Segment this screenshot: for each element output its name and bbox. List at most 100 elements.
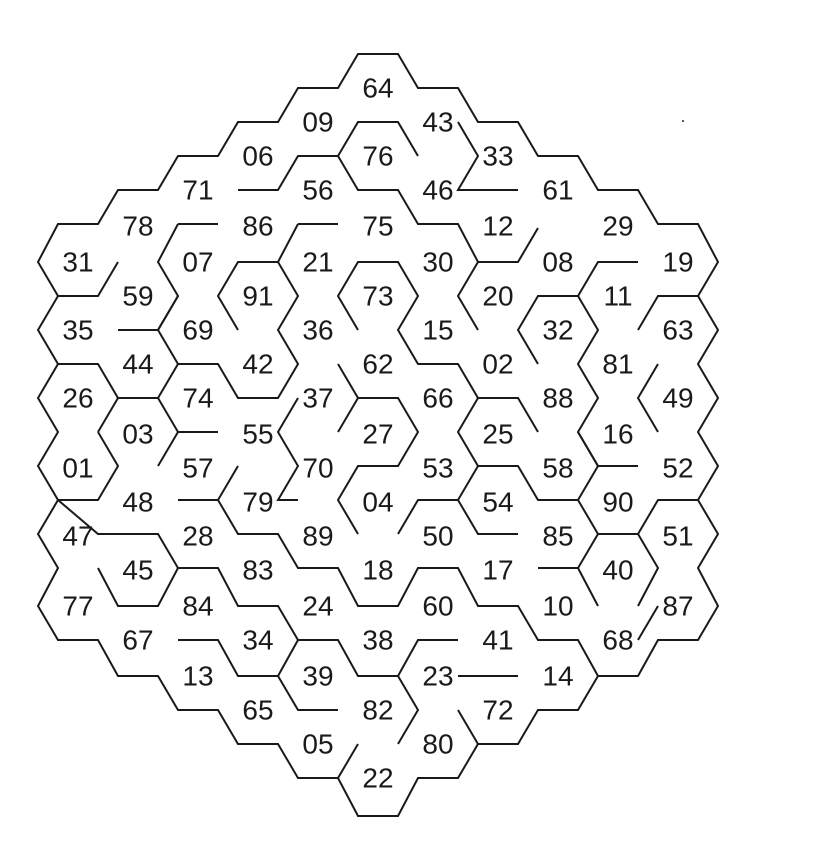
maze-wall bbox=[298, 639, 458, 677]
cell-number-label: 68 bbox=[602, 625, 633, 656]
maze-wall bbox=[58, 261, 119, 297]
maze-wall bbox=[397, 675, 420, 745]
cell-number-label: 32 bbox=[542, 315, 573, 346]
maze-wall bbox=[457, 499, 518, 535]
maze-wall bbox=[456, 121, 518, 191]
cell-number-label: 61 bbox=[542, 175, 573, 206]
cell-number-label: 18 bbox=[362, 555, 393, 586]
maze-wall bbox=[337, 743, 359, 779]
maze-wall bbox=[156, 223, 300, 399]
maze-wall bbox=[238, 155, 539, 263]
cell-number-label: 59 bbox=[122, 281, 153, 312]
maze-wall bbox=[336, 397, 420, 535]
cell-number-label: 76 bbox=[362, 141, 393, 172]
maze-wall bbox=[277, 675, 338, 711]
maze-wall bbox=[336, 261, 539, 433]
cell-number-label: 37 bbox=[302, 383, 333, 414]
cell-number-label: 11 bbox=[603, 281, 632, 312]
cell-number-label: 78 bbox=[122, 211, 153, 242]
cell-number-label: 29 bbox=[602, 211, 633, 242]
cell-number-label: 22 bbox=[362, 763, 393, 794]
cell-number-label: 85 bbox=[542, 521, 573, 552]
cell-number-label: 83 bbox=[242, 555, 273, 586]
cell-number-label: 43 bbox=[422, 107, 453, 138]
cell-number-label: 55 bbox=[242, 419, 273, 450]
cell-number-label: 58 bbox=[542, 453, 573, 484]
cell-number-label: 47 bbox=[62, 521, 93, 552]
cell-number-label: 66 bbox=[422, 383, 453, 414]
cell-number-label: 07 bbox=[182, 247, 213, 278]
cell-number-label: 41 bbox=[482, 625, 513, 656]
cell-number-label: 04 bbox=[362, 487, 393, 518]
cell-number-label: 80 bbox=[422, 729, 453, 760]
maze-wall bbox=[157, 397, 180, 467]
cell-number-label: 52 bbox=[662, 453, 693, 484]
cell-number-label: 87 bbox=[662, 591, 693, 622]
cell-number-label: 89 bbox=[302, 521, 333, 552]
cell-number-label: 21 bbox=[302, 247, 333, 278]
cell-number-label: 39 bbox=[302, 661, 333, 692]
cell-number-label: 42 bbox=[242, 349, 273, 380]
cell-number-label: 06 bbox=[242, 141, 273, 172]
cell-number-label: 84 bbox=[182, 591, 213, 622]
maze-wall bbox=[456, 261, 479, 331]
cell-number-label: 75 bbox=[362, 211, 393, 242]
cell-number-label: 81 bbox=[602, 349, 633, 380]
cell-number-label: 70 bbox=[302, 453, 333, 484]
maze-wall bbox=[576, 499, 600, 607]
maze-wall bbox=[276, 397, 300, 501]
maze-wall bbox=[97, 397, 119, 433]
maze-wall bbox=[397, 465, 479, 535]
cell-number-label: 34 bbox=[242, 625, 273, 656]
cell-number-label: 45 bbox=[122, 555, 153, 586]
cell-number-label: 44 bbox=[122, 349, 153, 380]
cell-number-label: 63 bbox=[662, 315, 693, 346]
cell-number-label: 73 bbox=[362, 281, 393, 312]
maze-wall bbox=[216, 261, 278, 331]
cell-number-label: 48 bbox=[122, 487, 153, 518]
maze-wall bbox=[637, 295, 698, 331]
cell-number-label: 65 bbox=[242, 695, 273, 726]
cell-number-label: 69 bbox=[182, 315, 213, 346]
cell-number-label: 16 bbox=[602, 419, 633, 450]
maze-wall bbox=[456, 397, 600, 501]
cell-number-label: 08 bbox=[542, 247, 573, 278]
cell-number-label: 02 bbox=[482, 349, 513, 380]
cell-number-label: 30 bbox=[422, 247, 453, 278]
cell-number-label: 62 bbox=[362, 349, 393, 380]
cell-number-label: 71 bbox=[182, 175, 213, 206]
cell-number-label: 05 bbox=[302, 729, 333, 760]
cell-number-label: 10 bbox=[542, 591, 573, 622]
maze-wall bbox=[337, 121, 419, 157]
maze-wall bbox=[58, 431, 120, 501]
cell-number-label: 64 bbox=[362, 73, 393, 104]
stray-dot bbox=[682, 120, 684, 122]
cell-number-label: 03 bbox=[122, 419, 153, 450]
cell-number-label: 27 bbox=[362, 419, 393, 450]
cell-number-label: 90 bbox=[602, 487, 633, 518]
maze-wall bbox=[637, 605, 659, 641]
cell-number-label: 79 bbox=[242, 487, 273, 518]
cell-number-label: 17 bbox=[482, 555, 513, 586]
cell-number-label: 01 bbox=[62, 453, 93, 484]
maze-wall bbox=[217, 499, 599, 677]
cell-number-label: 23 bbox=[422, 661, 453, 692]
cell-number-label: 60 bbox=[422, 591, 453, 622]
cell-number-label: 15 bbox=[422, 315, 453, 346]
cell-number-label: 57 bbox=[182, 453, 213, 484]
cell-number-label: 54 bbox=[482, 487, 513, 518]
maze-wall bbox=[598, 499, 698, 535]
cell-number-label: 25 bbox=[482, 419, 513, 450]
maze-wall bbox=[457, 709, 479, 745]
cell-number-label: 26 bbox=[62, 383, 93, 414]
cell-number-label: 49 bbox=[662, 383, 693, 414]
cell-number-label: 12 bbox=[482, 211, 513, 242]
cell-number-label: 50 bbox=[422, 521, 453, 552]
cell-number-label: 38 bbox=[362, 625, 393, 656]
maze-wall bbox=[637, 533, 660, 607]
cell-number-label: 82 bbox=[362, 695, 393, 726]
cell-number-label: 40 bbox=[602, 555, 633, 586]
maze-wall bbox=[337, 363, 360, 433]
